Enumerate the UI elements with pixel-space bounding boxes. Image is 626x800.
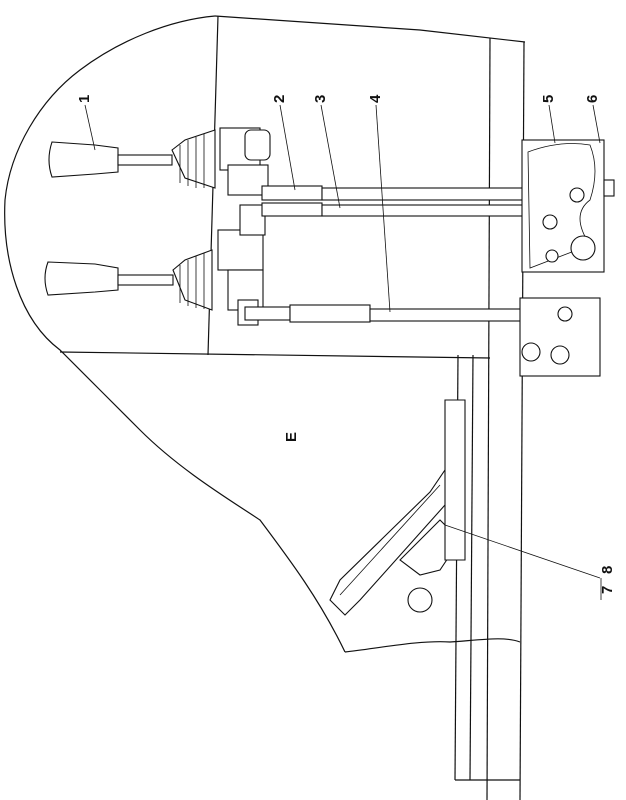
callout-6: 6 [584,95,601,103]
rod-3 [261,202,545,217]
valve-bracket-lower [519,297,601,377]
break-line [344,638,521,653]
view-label: E [283,432,300,442]
valve-bracket-upper [521,139,615,273]
cab-outline [4,15,346,653]
panel-bottom-edge [59,351,491,359]
callout-5: 5 [540,95,557,103]
control-lever-upper [48,127,271,196]
callout-7: 7 [599,586,616,594]
callout-4: 4 [367,94,384,103]
callout-1: 1 [76,95,93,103]
accelerator-pedal [329,399,601,616]
callout-3: 3 [312,95,329,103]
control-lever-lower [44,204,266,326]
frame-rail [486,37,491,800]
callout-2: 2 [271,95,288,103]
leader-lines [84,104,601,313]
rod-2 [261,185,563,201]
callout-8: 8 [599,566,616,574]
floor-rail-2 [469,354,474,781]
rod-4 [244,304,546,323]
panel-top-edge [214,15,526,43]
